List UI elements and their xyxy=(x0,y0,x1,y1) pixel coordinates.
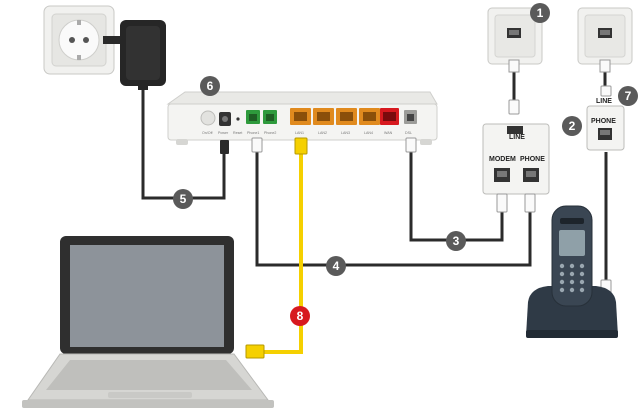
ethernet-plug xyxy=(294,137,308,155)
splitter-line-label: LINE xyxy=(509,134,525,141)
svg-text:5: 5 xyxy=(180,192,187,206)
splitter-modem-label: MODEM xyxy=(489,156,516,163)
callout-5: 5 xyxy=(173,189,193,209)
power-button-icon xyxy=(200,110,216,126)
callout-4: 4 xyxy=(326,256,346,276)
phone-cable xyxy=(255,148,532,267)
svg-text:4: 4 xyxy=(333,259,340,273)
filter-phone-label: PHONE xyxy=(591,118,616,125)
dsl-splitter: LINE MODEM PHONE xyxy=(482,123,550,195)
port-label-lan3: LAN3 xyxy=(341,131,350,135)
wall-power-socket xyxy=(43,5,115,75)
callout-6: 6 xyxy=(200,76,220,96)
splitter-phone-plug xyxy=(524,193,536,213)
power-plug xyxy=(220,140,229,154)
splitter-line-plug xyxy=(508,99,520,115)
callout-3: 3 xyxy=(446,231,466,251)
callout-2: 2 xyxy=(562,116,582,136)
phone-plug xyxy=(251,137,263,153)
port-label-lan2: LAN2 xyxy=(318,131,327,135)
port-label-reset: Reset xyxy=(233,131,242,135)
wall-phone-jack-2 xyxy=(577,7,633,73)
callout-1: 1 xyxy=(530,3,550,23)
callout-7: 7 xyxy=(618,86,638,106)
port-label-onoff: On/Off xyxy=(202,131,213,135)
callout-8: 8 xyxy=(290,306,310,326)
svg-text:3: 3 xyxy=(453,234,460,248)
filter-line-label: LINE xyxy=(596,98,612,105)
svg-text:2: 2 xyxy=(569,119,576,133)
ethernet-cable xyxy=(262,150,303,354)
power-adapter xyxy=(103,20,166,90)
port-label-phone2: Phone2 xyxy=(264,131,276,135)
port-label-wan: WAN xyxy=(384,131,393,135)
wall-phone-jack-1 xyxy=(487,7,543,73)
dsl-plug xyxy=(405,137,417,153)
modem-router: On/Off Power Reset Phone1 Phone2 LAN1 LA… xyxy=(166,91,438,145)
svg-text:7: 7 xyxy=(625,89,632,103)
cordless-phone xyxy=(526,205,618,338)
reset-hole xyxy=(236,117,240,121)
port-label-power: Power xyxy=(218,131,229,135)
port-label-phone1: Phone1 xyxy=(247,131,259,135)
phone-filter: LINE PHONE xyxy=(586,85,625,151)
svg-text:6: 6 xyxy=(207,79,214,93)
laptop-ethernet-plug xyxy=(245,344,265,359)
svg-text:1: 1 xyxy=(537,6,544,20)
port-label-dsl: DSL xyxy=(405,131,412,135)
splitter-modem-plug xyxy=(496,193,508,213)
port-label-lan4: LAN4 xyxy=(364,131,373,135)
port-label-lan1: LAN1 xyxy=(295,131,304,135)
laptop xyxy=(22,236,274,408)
svg-text:8: 8 xyxy=(297,309,304,323)
splitter-phone-label: PHONE xyxy=(520,156,545,163)
